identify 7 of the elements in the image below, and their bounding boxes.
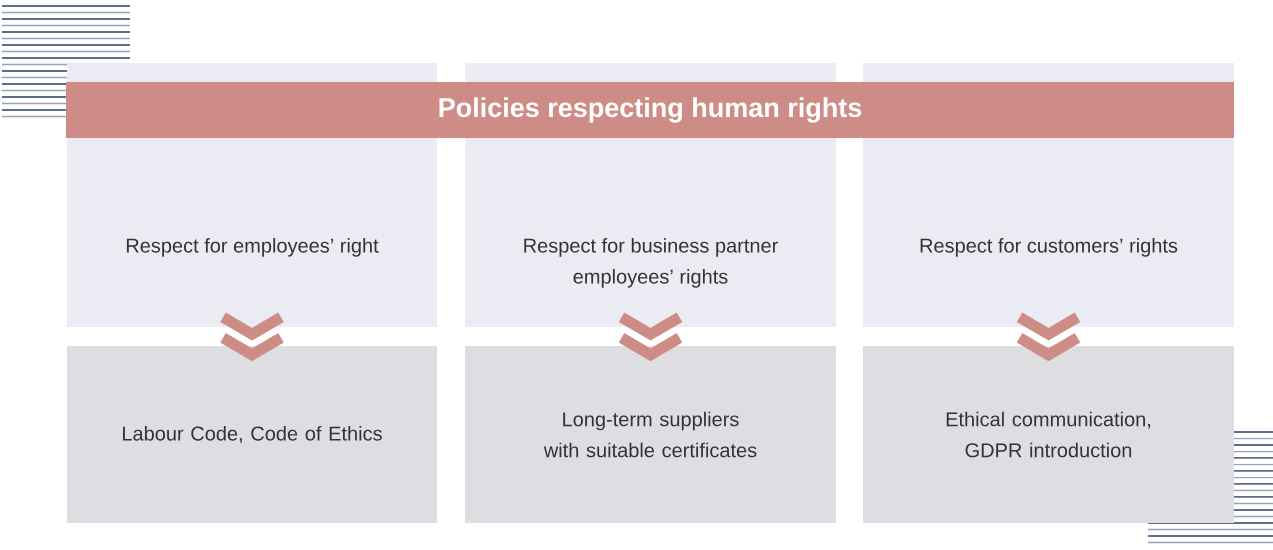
measure-card: Labour Code, Code of Ethics xyxy=(67,346,437,523)
chevron-arrow xyxy=(616,311,685,362)
chevron-arrow xyxy=(217,311,287,362)
title-banner: Policies respecting human rights xyxy=(66,82,1234,138)
chevron-arrow xyxy=(1014,311,1083,362)
measure-card: Ethical communication, GDPR introduction xyxy=(863,346,1234,523)
measure-card: Long-term suppliers with suitable certificates xyxy=(465,346,836,523)
